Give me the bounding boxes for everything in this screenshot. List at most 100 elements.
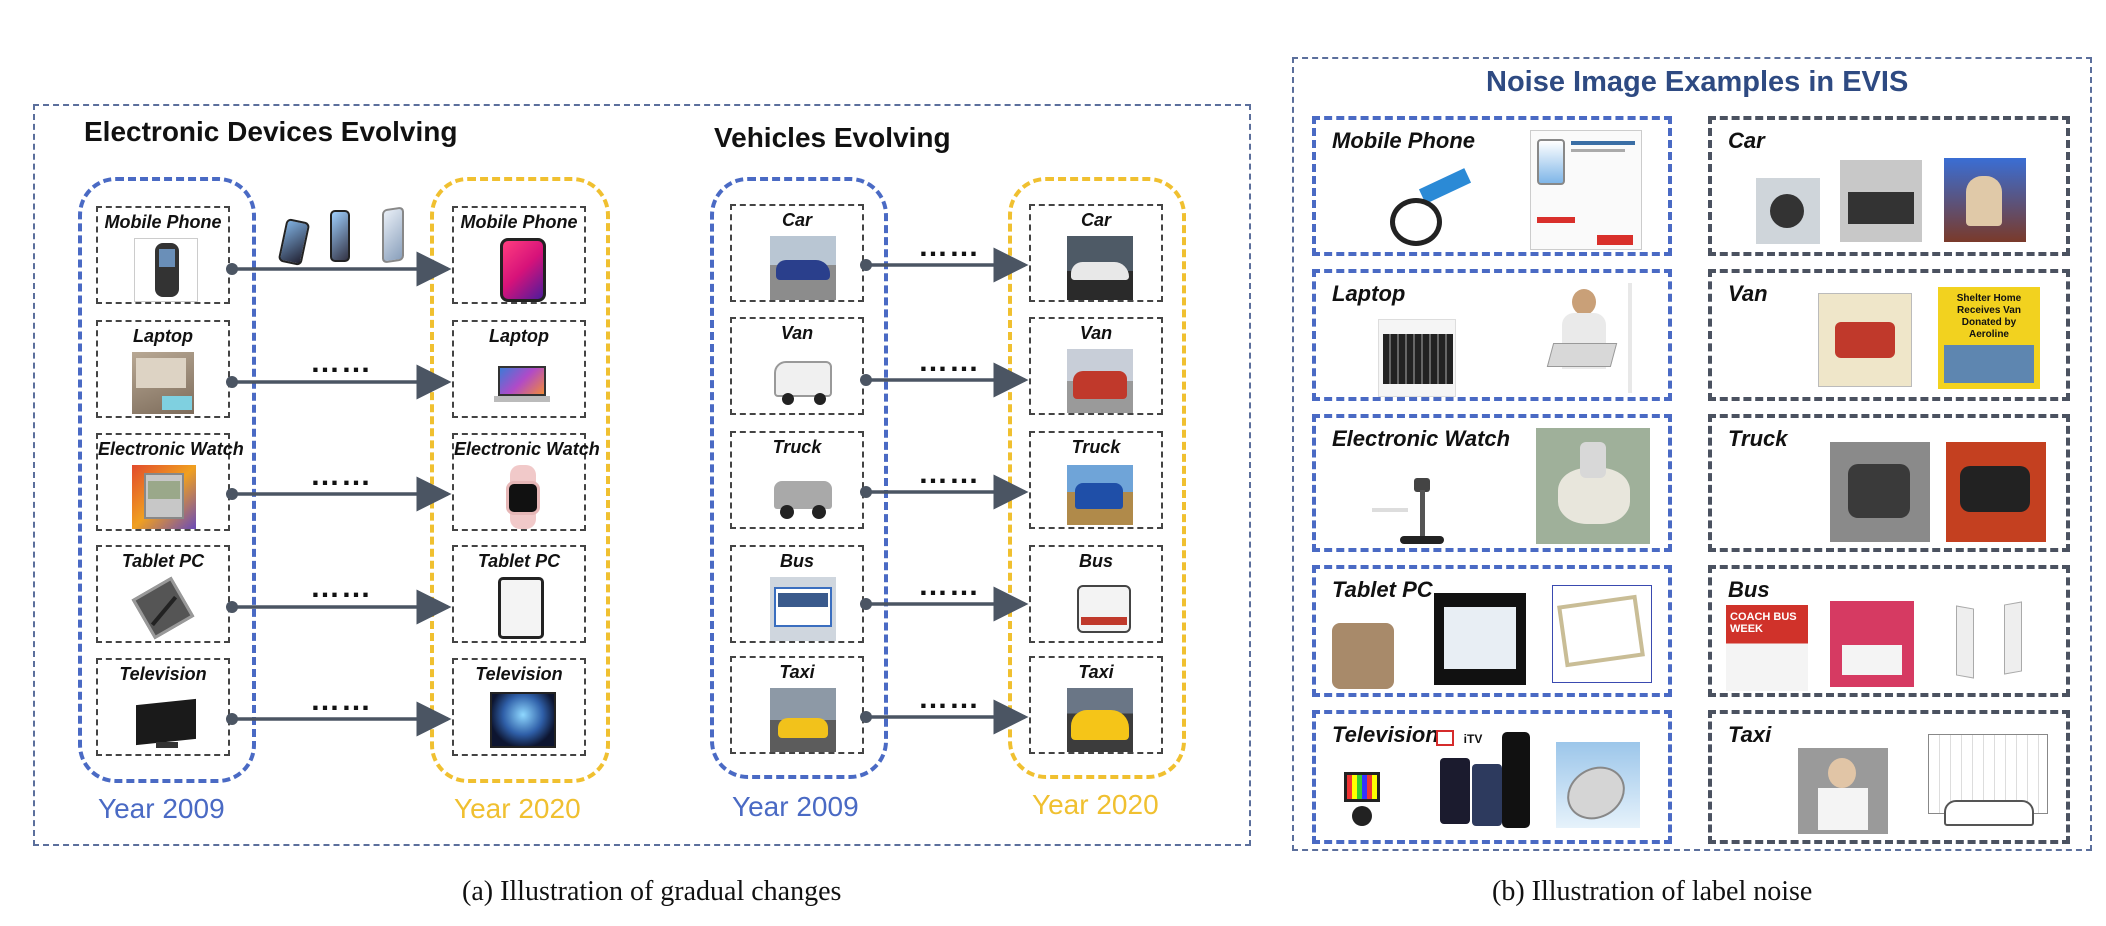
intermediate-phone-2 bbox=[330, 210, 350, 262]
modern-bus-image bbox=[1075, 577, 1133, 641]
noise-car: Car bbox=[1708, 116, 2070, 256]
vehicles-2009-column bbox=[710, 177, 888, 779]
electronics-2009-television: Television bbox=[96, 658, 230, 756]
ellipsis-laptop: …… bbox=[310, 346, 372, 379]
watch-stand-image bbox=[1370, 474, 1454, 550]
bus-interior-image bbox=[1830, 601, 1914, 687]
noise-bus: Bus COACH BUS WEEK bbox=[1708, 565, 2070, 697]
electronics-2020-tablet: Tablet PC bbox=[452, 545, 586, 643]
gradual-changes-panel bbox=[33, 104, 1251, 846]
bus-magazine-title: COACH BUS WEEK bbox=[1730, 611, 1797, 635]
ellipsis-watch: …… bbox=[310, 459, 372, 492]
tv-mascot-image bbox=[1336, 766, 1388, 832]
bus-brochure-image bbox=[1942, 595, 2042, 687]
vehicles-2020-truck: Truck bbox=[1029, 431, 1163, 529]
smart-watch-image bbox=[498, 465, 548, 529]
old-van-image bbox=[770, 351, 836, 411]
year-2020-vehicles: Year 2020 bbox=[1032, 789, 1159, 820]
old-tablet-image bbox=[131, 576, 196, 641]
truck-engine-image bbox=[1830, 442, 1930, 542]
vehicles-2009-truck: Truck bbox=[730, 431, 864, 529]
modern-van-image bbox=[1067, 349, 1133, 413]
electronics-2009-watch: Electronic Watch bbox=[96, 433, 244, 531]
vehicles-2020-taxi: Taxi bbox=[1029, 656, 1163, 754]
label-noise-panel bbox=[1292, 57, 2092, 851]
noise-television: Television iTV bbox=[1312, 710, 1672, 844]
ellipsis-tv: …… bbox=[310, 684, 372, 717]
van-donation-sign: Shelter Home Receives Van Donated by Aer… bbox=[1938, 287, 2040, 389]
year-2020-electronics: Year 2020 bbox=[454, 793, 581, 824]
noise-electronic-watch: Electronic Watch bbox=[1312, 414, 1672, 552]
noise-laptop: Laptop bbox=[1312, 269, 1672, 401]
satellite-dish-image bbox=[1556, 742, 1640, 830]
year-2009-electronics: Year 2009 bbox=[98, 793, 225, 824]
noise-examples-title: Noise Image Examples in EVIS bbox=[1486, 66, 1909, 98]
stone-tablet-image bbox=[1332, 623, 1394, 689]
ellipsis-taxi: …… bbox=[918, 682, 980, 715]
electronics-2009-laptop: Laptop bbox=[96, 320, 230, 418]
bus-magazine-image: COACH BUS WEEK bbox=[1726, 605, 1808, 691]
old-bus-image bbox=[770, 577, 836, 641]
noise-van: Van Shelter Home Receives Van Donated by… bbox=[1708, 269, 2070, 401]
vehicles-2020-bus: Bus bbox=[1029, 545, 1163, 643]
vehicles-2009-van: Van bbox=[730, 317, 864, 415]
woman-with-laptop-image bbox=[1534, 283, 1634, 397]
itv-apps-image: iTV bbox=[1436, 728, 1532, 832]
electronics-2020-television: Television bbox=[452, 658, 586, 756]
electronics-2020-watch: Electronic Watch bbox=[452, 433, 600, 531]
electronics-2009-mobile-phone: Mobile Phone bbox=[96, 206, 230, 304]
keyboard-image bbox=[1378, 319, 1456, 397]
vehicles-2020-van: Van bbox=[1029, 317, 1163, 415]
noise-mobile-phone: Mobile Phone bbox=[1312, 116, 1672, 256]
modern-tablet-image bbox=[498, 577, 544, 639]
year-2009-vehicles: Year 2009 bbox=[732, 791, 859, 822]
modern-tv-image bbox=[490, 692, 556, 748]
vehicles-2009-car: Car bbox=[730, 204, 864, 302]
toy-truck-image bbox=[1946, 442, 2046, 542]
taxi-sketch-image bbox=[1918, 728, 2058, 840]
old-tv-image bbox=[134, 694, 198, 752]
noise-truck: Truck bbox=[1708, 414, 2070, 552]
old-watch-image bbox=[132, 465, 196, 529]
machine-part-image bbox=[1536, 428, 1650, 544]
ellipsis-truck: …… bbox=[918, 457, 980, 490]
modern-taxi-image bbox=[1067, 688, 1133, 752]
modern-truck-image bbox=[1067, 465, 1133, 525]
phone-webpage-image bbox=[1530, 130, 1642, 250]
noise-taxi: Taxi bbox=[1708, 710, 2070, 844]
intermediate-phone-3 bbox=[382, 206, 404, 264]
modern-laptop-image bbox=[494, 366, 550, 404]
vintage-car-photo bbox=[1840, 160, 1922, 242]
ellipsis-tablet: …… bbox=[310, 571, 372, 604]
modern-car-image bbox=[1067, 236, 1133, 300]
car-dealer-photo bbox=[1944, 158, 2026, 242]
itv-label: iTV bbox=[1463, 732, 1483, 746]
old-laptop-image bbox=[132, 352, 194, 414]
caption-b: (b) Illustration of label noise bbox=[1492, 876, 1813, 907]
tablet-screen-image bbox=[1434, 593, 1526, 685]
electronic-devices-title: Electronic Devices Evolving bbox=[84, 116, 458, 147]
old-taxi-image bbox=[770, 688, 836, 752]
vehicles-2009-taxi: Taxi bbox=[730, 656, 864, 754]
old-truck-image bbox=[770, 467, 836, 525]
vehicles-2020-car: Car bbox=[1029, 204, 1163, 302]
ellipsis-car: …… bbox=[918, 230, 980, 263]
caption-a: (a) Illustration of gradual changes bbox=[462, 876, 842, 907]
vehicles-2009-bus: Bus bbox=[730, 545, 864, 643]
van-sign-text: Shelter Home Receives Van Donated by Aer… bbox=[1956, 293, 2022, 340]
electronics-2020-mobile-phone: Mobile Phone bbox=[452, 206, 586, 304]
modern-phone-image bbox=[500, 238, 546, 302]
electronics-2009-tablet: Tablet PC bbox=[96, 545, 230, 643]
noise-tablet-pc: Tablet PC bbox=[1312, 565, 1672, 697]
toy-van-box-image bbox=[1818, 293, 1912, 387]
old-car-image bbox=[770, 236, 836, 300]
usb-cable-image bbox=[1380, 168, 1476, 250]
car-engine-image bbox=[1756, 178, 1820, 244]
old-phone-image bbox=[134, 238, 198, 302]
touch-panel-image bbox=[1552, 585, 1652, 683]
ellipsis-van: …… bbox=[918, 345, 980, 378]
electronics-2009-column bbox=[78, 177, 256, 783]
ellipsis-bus: …… bbox=[918, 569, 980, 602]
vehicles-title: Vehicles Evolving bbox=[714, 122, 951, 153]
electronics-2020-laptop: Laptop bbox=[452, 320, 586, 418]
